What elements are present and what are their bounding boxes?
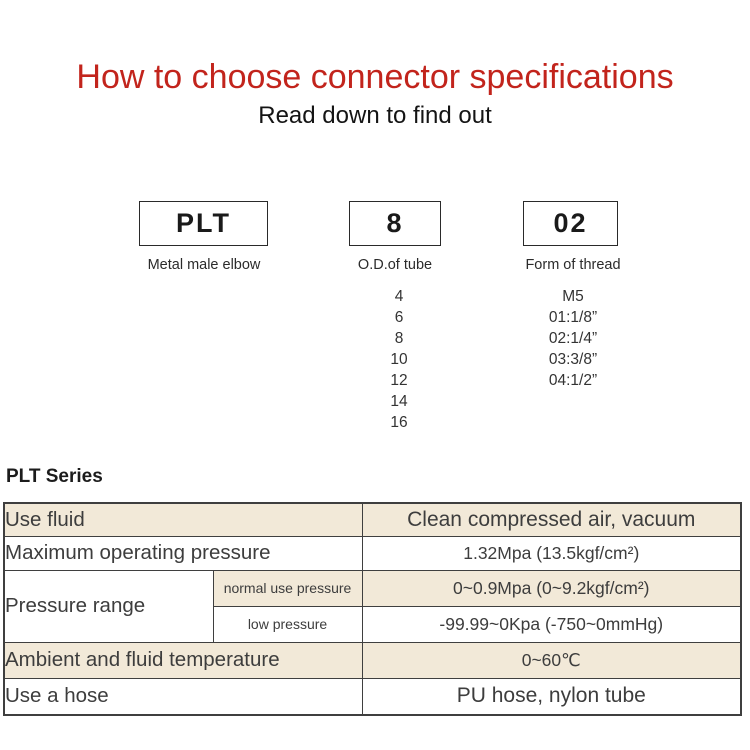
table-row: Use a hose PU hose, nylon tube <box>3 677 742 716</box>
table-row: Maximum operating pressure 1.32Mpa (13.5… <box>3 535 742 571</box>
thread-form-options: M5 01:1/8” 02:1/4” 03:3/8” 04:1/2” <box>498 286 648 391</box>
spec-sublabel-low-pressure: low pressure <box>212 605 363 643</box>
model-code-thread: 02 <box>553 208 588 238</box>
spec-sublabel-normal-pressure: normal use pressure <box>212 569 363 607</box>
thread-option: M5 <box>562 288 584 305</box>
caption-tube-size: O.D.of tube <box>357 257 433 273</box>
caption-series: Metal male elbow <box>147 257 261 273</box>
tube-option: 16 <box>390 414 408 431</box>
model-code-box-thread: 02 <box>523 201 618 246</box>
spec-value-max-pressure: 1.32Mpa (13.5kgf/cm²) <box>361 535 742 571</box>
spec-value-low-pressure: -99.99~0Kpa (-750~0mmHg) <box>361 605 742 643</box>
tube-option: 12 <box>390 372 408 389</box>
model-code-box-series: PLT <box>139 201 268 246</box>
spec-value-use-fluid: Clean compressed air, vacuum <box>361 502 742 537</box>
table-row: low pressure -99.99~0Kpa (-750~0mmHg) <box>4 605 742 643</box>
caption-thread: Form of thread <box>525 257 621 273</box>
tube-option: 4 <box>394 288 404 305</box>
spec-label-use-fluid: Use fluid <box>3 502 363 537</box>
thread-option: 02:1/4” <box>548 330 598 347</box>
spec-label-max-pressure: Maximum operating pressure <box>3 535 363 571</box>
thread-option: 01:1/8” <box>548 309 598 326</box>
page-subtitle: Read down to find out <box>258 102 492 129</box>
thread-option: 04:1/2” <box>548 372 598 389</box>
table-row: Ambient and fluid temperature 0~60℃ <box>3 641 742 679</box>
model-code-tube-size: 8 <box>386 208 404 238</box>
tube-size-options: 4 6 8 10 12 14 16 <box>349 286 449 433</box>
thread-option: 03:3/8” <box>548 351 598 368</box>
table-row: Use fluid Clean compressed air, vacuum <box>3 502 742 537</box>
spec-label-pressure-range: Pressure range <box>3 569 214 643</box>
series-heading: PLT Series <box>6 466 103 487</box>
table-row: Pressure range normal use pressure 0~0.9… <box>3 569 742 643</box>
tube-option: 10 <box>390 351 408 368</box>
tube-option: 6 <box>394 309 404 326</box>
tube-option: 14 <box>390 393 408 410</box>
model-code-box-tube-size: 8 <box>349 201 441 246</box>
spec-table: Use fluid Clean compressed air, vacuum M… <box>3 502 743 716</box>
model-code-series: PLT <box>176 208 231 238</box>
tube-option: 8 <box>394 330 404 347</box>
spec-value-temperature: 0~60℃ <box>361 641 742 679</box>
page-title: How to choose connector specifications <box>76 58 674 96</box>
spec-value-hose: PU hose, nylon tube <box>361 677 742 716</box>
spec-label-hose: Use a hose <box>3 677 363 716</box>
spec-value-normal-pressure: 0~0.9Mpa (0~9.2kgf/cm²) <box>361 569 742 607</box>
spec-label-temperature: Ambient and fluid temperature <box>3 641 363 679</box>
